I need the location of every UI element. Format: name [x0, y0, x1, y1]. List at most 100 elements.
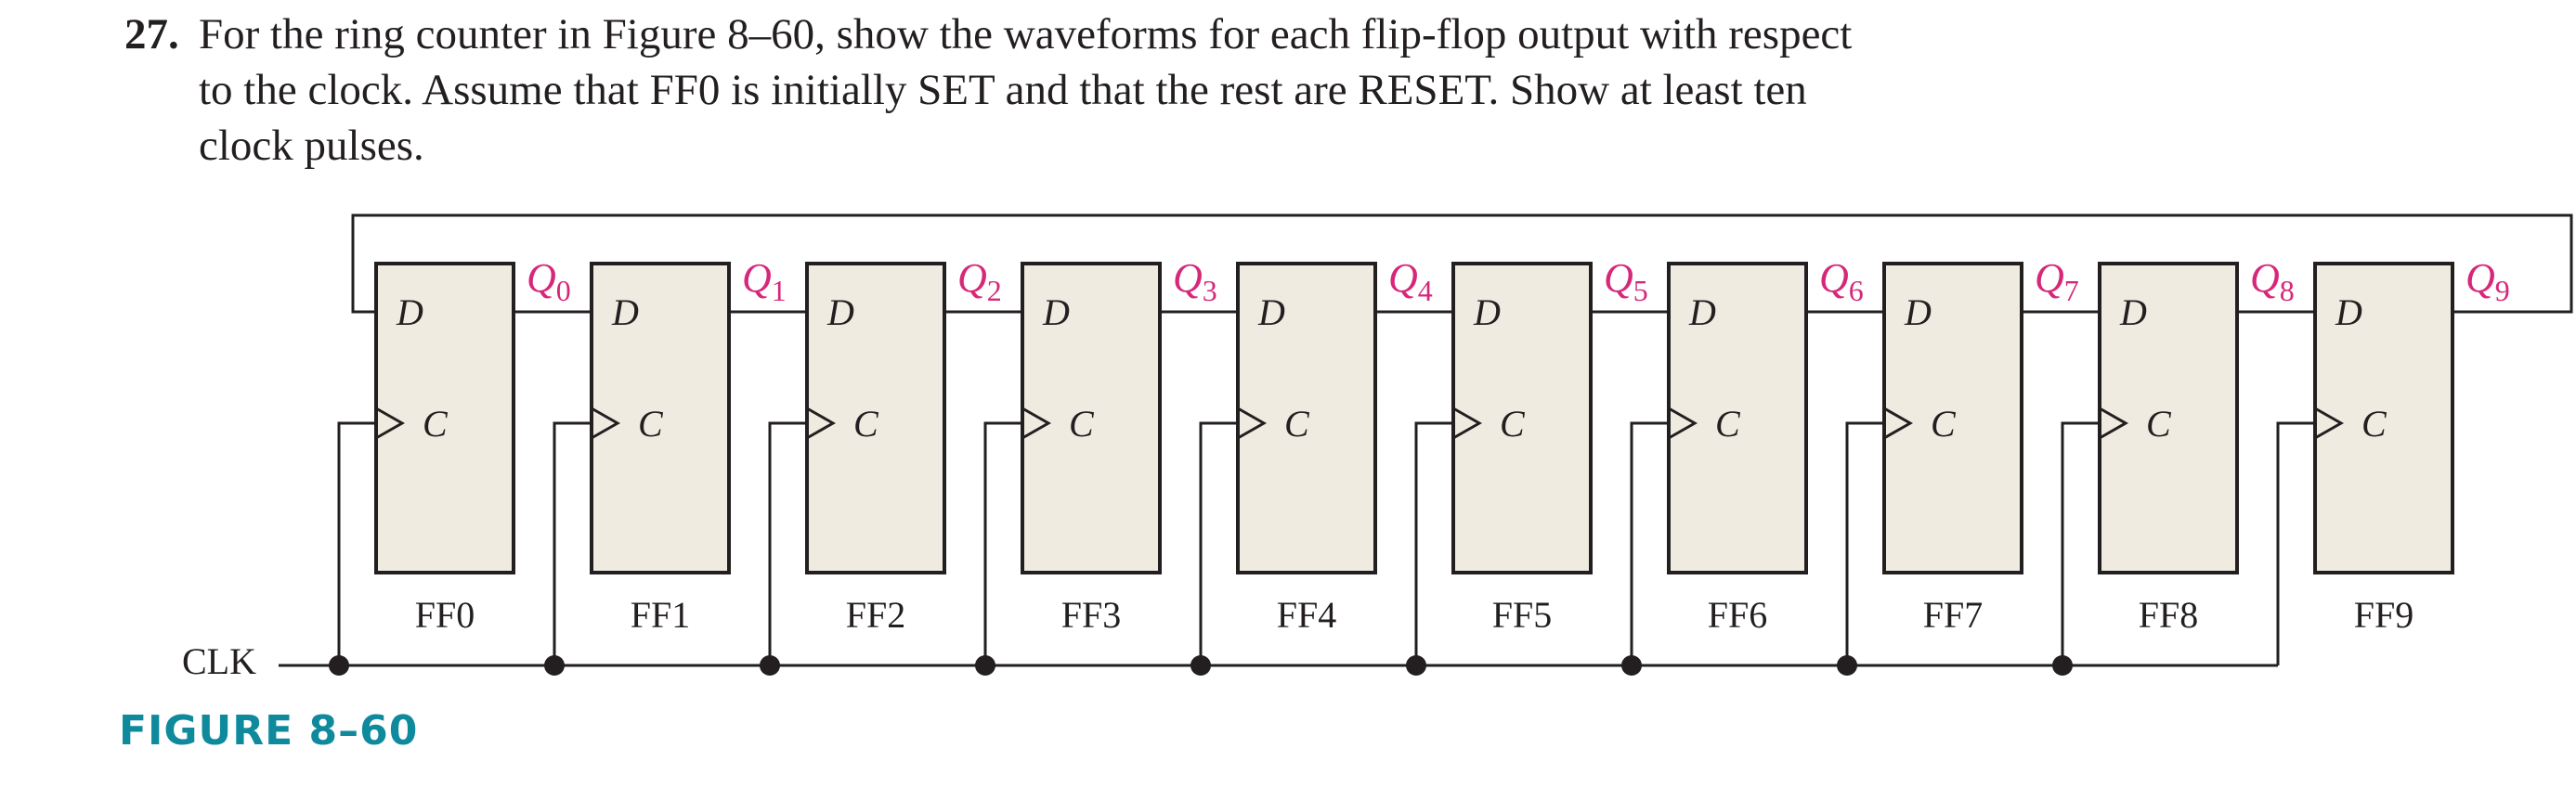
- flip-flop-ff5: D C FF5 Q5: [1406, 255, 1648, 676]
- junction-dot: [544, 655, 565, 676]
- flip-flop-box: [1451, 262, 1593, 574]
- d-input-label: D: [1257, 291, 1285, 333]
- clock-input-wire: [1845, 421, 1884, 665]
- clock-input-wire: [337, 421, 376, 665]
- clock-triangle-icon: [1883, 406, 1914, 440]
- problem-number: 27.: [124, 10, 179, 58]
- flip-flop-box: [2313, 262, 2454, 574]
- c-input-label: C: [638, 403, 664, 445]
- c-input-label: C: [1715, 403, 1741, 445]
- clock-triangle-icon: [2099, 406, 2129, 440]
- clock-input-wire: [2276, 421, 2315, 665]
- flip-flop-name: FF0: [415, 594, 475, 636]
- clock-triangle-icon: [1668, 406, 1698, 440]
- flip-flop-box: [2098, 262, 2239, 574]
- junction-dot: [1837, 655, 1857, 676]
- flip-flop-box: [1236, 262, 1377, 574]
- flip-flops: D C FF0 Q0D C FF1 Q1D C FF2 Q2D C FF3 Q3D C FF4 Q4D C FF5…: [329, 255, 2510, 676]
- q-output-label: Q5: [1604, 255, 1648, 307]
- problem-line-3: clock pulses.: [199, 122, 424, 170]
- flip-flop-box: [805, 262, 946, 574]
- c-input-label: C: [1284, 403, 1310, 445]
- flip-flop-name: FF7: [1923, 594, 1984, 636]
- problem-statement: 27. For the ring counter in Figure 8–60,…: [0, 0, 2576, 186]
- c-input-label: C: [853, 403, 879, 445]
- problem-line-1: For the ring counter in Figure 8–60, sho…: [199, 10, 1853, 58]
- clock-triangle-icon: [591, 406, 621, 440]
- clock-input-wire: [1199, 421, 1238, 665]
- d-input-label: D: [1904, 291, 1932, 333]
- flip-flop-name: FF9: [2354, 594, 2414, 636]
- c-input-label: C: [1500, 403, 1526, 445]
- d-input-label: D: [826, 291, 854, 333]
- clock-triangle-icon: [2314, 406, 2345, 440]
- junction-dot: [1621, 655, 1642, 676]
- q-output-label: Q1: [742, 255, 787, 307]
- flip-flop-ff2: D C FF2 Q2: [760, 255, 1002, 676]
- flip-flop-ff9: D C FF9 Q9: [2313, 255, 2510, 636]
- flip-flop-box: [1021, 262, 1162, 574]
- flip-flop-name: FF2: [846, 594, 906, 636]
- flip-flop-box: [590, 262, 731, 574]
- d-input-label: D: [1042, 291, 1070, 333]
- clock-triangle-icon: [1021, 406, 1052, 440]
- flip-flop-box: [1667, 262, 1808, 574]
- q-output-label: Q4: [1388, 255, 1433, 307]
- clock-triangle-icon: [806, 406, 837, 440]
- q-output-label: Q8: [2250, 255, 2295, 307]
- clock-input-wire: [1414, 421, 1453, 665]
- flip-flop-ff3: D C FF3 Q3: [975, 255, 1217, 676]
- c-input-label: C: [423, 403, 449, 445]
- q-output-label: Q9: [2465, 255, 2510, 307]
- junction-dot: [760, 655, 780, 676]
- q-output-label: Q0: [527, 255, 571, 307]
- flip-flop-name: FF3: [1061, 594, 1122, 636]
- junction-dot: [975, 655, 995, 676]
- c-input-label: C: [1931, 403, 1957, 445]
- flip-flop-box: [1882, 262, 2023, 574]
- flip-flop-name: FF4: [1277, 594, 1337, 636]
- flip-flop-ff7: D C FF7 Q7: [1837, 255, 2079, 676]
- flip-flop-ff4: D C FF4 Q4: [1190, 255, 1433, 676]
- d-input-label: D: [1688, 291, 1716, 333]
- clock-input-wire: [2061, 421, 2100, 665]
- flip-flop-name: FF1: [631, 594, 691, 636]
- flip-flop-ff8: D C FF8 Q8: [2052, 255, 2295, 676]
- d-input-label: D: [396, 291, 423, 333]
- junction-dot: [329, 655, 349, 676]
- flip-flop-ff1: D C FF1 Q1: [544, 255, 787, 676]
- clock-input-wire: [983, 421, 1022, 665]
- flip-flop-name: FF8: [2139, 594, 2199, 636]
- flip-flop-name: FF5: [1492, 594, 1553, 636]
- flip-flop-ff0: D C FF0 Q0: [329, 255, 571, 676]
- q-output-label: Q3: [1173, 255, 1217, 307]
- junction-dot: [1406, 655, 1426, 676]
- d-input-label: D: [1473, 291, 1501, 333]
- flip-flop-ff6: D C FF6 Q6: [1621, 255, 1864, 676]
- clock-input-wire: [1630, 421, 1669, 665]
- q-output-label: Q7: [2035, 255, 2079, 307]
- q-output-label: Q6: [1819, 255, 1864, 307]
- c-input-label: C: [2146, 403, 2172, 445]
- flip-flop-name: FF6: [1708, 594, 1768, 636]
- d-input-label: D: [2119, 291, 2147, 333]
- wires: [279, 213, 2573, 667]
- flip-flop-box: [374, 262, 515, 574]
- q-output-label: Q2: [957, 255, 1002, 307]
- c-input-label: C: [1069, 403, 1095, 445]
- d-input-label: D: [611, 291, 639, 333]
- junction-dot: [1190, 655, 1211, 676]
- d-input-label: D: [2335, 291, 2362, 333]
- clock-input-wire: [768, 421, 807, 665]
- clock-input-wire: [553, 421, 592, 665]
- clock-triangle-icon: [375, 406, 406, 440]
- clock-triangle-icon: [1452, 406, 1483, 440]
- junction-dot: [2052, 655, 2073, 676]
- figure-caption: FIGURE 8–60: [119, 707, 419, 755]
- feedback-loop: [351, 213, 2573, 314]
- c-input-label: C: [2361, 403, 2387, 445]
- clock-label: CLK: [182, 640, 256, 682]
- problem-line-2: to the clock. Assume that FF0 is initial…: [199, 66, 1807, 114]
- clock-triangle-icon: [1237, 406, 1268, 440]
